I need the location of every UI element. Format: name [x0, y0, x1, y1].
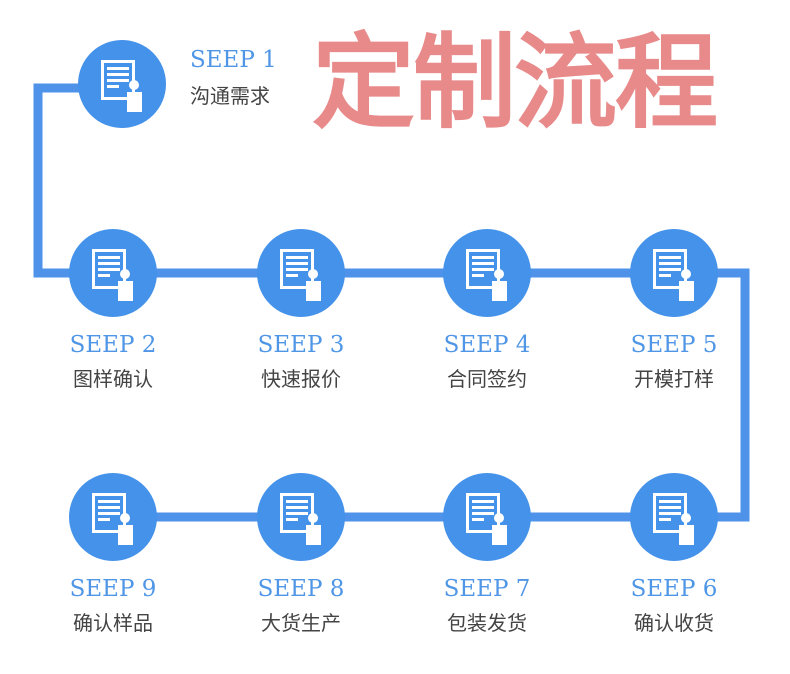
- document-with-person-icon: [92, 493, 133, 545]
- step-icon-circle: [69, 229, 157, 317]
- step-label: 快速报价: [261, 367, 341, 391]
- document-with-person-icon: [101, 60, 142, 112]
- document-with-person-icon: [466, 249, 507, 301]
- flow-step-8: SEEP 8 大货生产: [216, 473, 386, 635]
- step-number: SEEP 7: [443, 576, 531, 602]
- flow-step-4: SEEP 4 合同签约: [402, 229, 572, 391]
- step-icon-circle: [257, 473, 345, 561]
- step-number: SEEP 2: [69, 332, 157, 358]
- flow-step-1: SEEP 1 沟通需求: [78, 40, 338, 128]
- step-number: SEEP 5: [630, 332, 718, 358]
- step-label: 合同签约: [447, 367, 527, 391]
- step-number: SEEP 6: [630, 576, 718, 602]
- step-icon-circle: [69, 473, 157, 561]
- flow-step-9: SEEP 9 确认样品: [28, 473, 198, 635]
- step-number: SEEP 9: [69, 576, 157, 602]
- step-label: 确认收货: [634, 611, 714, 635]
- step-number: SEEP 4: [443, 332, 531, 358]
- step-number: SEEP 1: [190, 47, 277, 73]
- document-with-person-icon: [653, 249, 694, 301]
- document-with-person-icon: [280, 493, 321, 545]
- step-icon-circle: [443, 229, 531, 317]
- step-label: 图样确认: [73, 367, 153, 391]
- flow-step-3: SEEP 3 快速报价: [216, 229, 386, 391]
- step-icon-circle: [630, 473, 718, 561]
- step-label: 沟通需求: [190, 84, 270, 108]
- flow-step-7: SEEP 7 包装发货: [402, 473, 572, 635]
- document-with-person-icon: [280, 249, 321, 301]
- step-label: 大货生产: [261, 611, 341, 635]
- step-number: SEEP 3: [257, 332, 345, 358]
- step-icon-circle: [443, 473, 531, 561]
- step-icon-circle: [630, 229, 718, 317]
- document-with-person-icon: [92, 249, 133, 301]
- flow-step-6: SEEP 6 确认收货: [589, 473, 759, 635]
- step-number: SEEP 8: [257, 576, 345, 602]
- step-label: 确认样品: [73, 611, 153, 635]
- flow-step-5: SEEP 5 开模打样: [589, 229, 759, 391]
- flow-step-2: SEEP 2 图样确认: [28, 229, 198, 391]
- step-icon-circle: [78, 40, 166, 128]
- page-title: 定制流程: [312, 23, 718, 143]
- step-icon-circle: [257, 229, 345, 317]
- document-with-person-icon: [466, 493, 507, 545]
- step-label: 包装发货: [447, 611, 527, 635]
- document-with-person-icon: [653, 493, 694, 545]
- step-label: 开模打样: [634, 367, 714, 391]
